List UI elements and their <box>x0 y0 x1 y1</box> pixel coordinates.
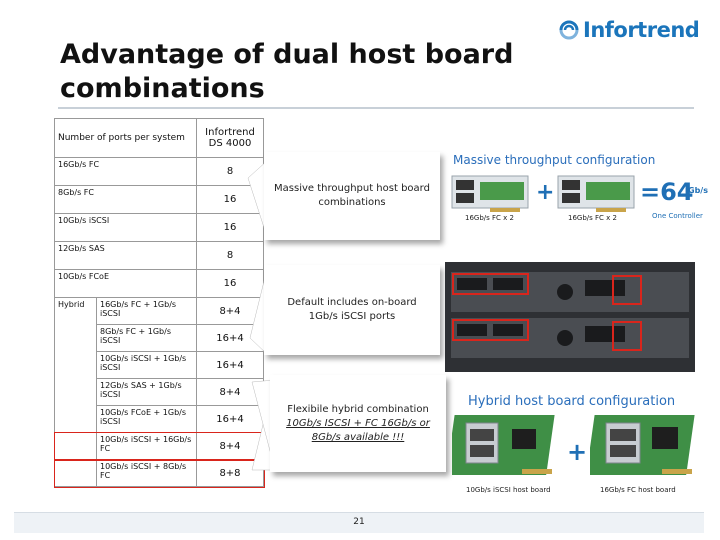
row-value: 16 <box>196 269 264 298</box>
hybrid-row-value: 8+8 <box>196 459 264 487</box>
row-name: 16Gb/s FC <box>54 157 197 186</box>
table-row: 10Gb/s FCoE 16 <box>54 269 264 298</box>
storage-chassis-image <box>445 262 695 372</box>
page-number: 21 <box>353 517 365 527</box>
hybrid-config-title: Hybrid host board configuration <box>468 394 676 409</box>
hybrid-row-value: 16+4 <box>196 351 264 379</box>
row-name: 12Gb/s SAS <box>54 241 197 270</box>
plus-sign-hybrid: + <box>567 438 588 466</box>
hybrid-row-name: 8Gb/s FC + 1Gb/s iSCSI <box>96 324 197 352</box>
table-row: Hybrid 16Gb/s FC + 1Gb/s iSCSI 8+4 <box>54 297 264 487</box>
hybrid-row-value: 8+4 <box>196 378 264 406</box>
table-row: 12Gb/s SAS 8 <box>54 241 264 270</box>
callout-hybrid-line1: Flexibile hybrid combination <box>287 403 429 415</box>
massive-config-title: Massive throughput configuration <box>453 153 656 167</box>
hybrid-label: Hybrid <box>54 297 97 487</box>
hybrid-row-name: 10Gb/s FCoE + 1Gb/s iSCSI <box>96 405 197 433</box>
slide-title: Advantage of dual host board combination… <box>60 39 514 104</box>
row-value: 16 <box>196 185 264 214</box>
callout-hybrid: Flexibile hybrid combination 10Gb/s ISCS… <box>270 375 446 472</box>
hybrid-row-name: 10Gb/s iSCSI + 8Gb/s FC <box>96 459 197 487</box>
ports-table: Number of ports per system Infortrend DS… <box>53 118 265 488</box>
fc-card-caption-1: 16Gb/s FC x 2 <box>465 214 514 222</box>
infortrend-logo: Infortrend <box>558 18 700 42</box>
hybrid-row-value: 8+4 <box>196 432 264 460</box>
fc-board-image <box>590 415 695 475</box>
row-name: 10Gb/s iSCSI <box>54 213 197 242</box>
table-row: 16Gb/s FC 8 <box>54 157 264 186</box>
hybrid-row-name: 10Gb/s iSCSI + 16Gb/s FC <box>96 432 197 460</box>
iscsi-board-image <box>452 415 555 475</box>
equals-64-label: =64 <box>640 178 694 206</box>
hybrid-row-value: 16+4 <box>196 405 264 433</box>
logo-mark-icon <box>558 19 580 41</box>
hybrid-row-value: 8+4 <box>196 297 264 325</box>
fc-board-caption: 16Gb/s FC host board <box>600 486 676 494</box>
callout-hybrid-line2: 10Gb/s ISCSI + FC 16Gb/s or 8Gb/s availa… <box>286 417 430 443</box>
table-header-row: Number of ports per system Infortrend DS… <box>54 118 264 158</box>
table-row: 10Gb/s iSCSI + 1Gb/s iSCSI 16+4 <box>55 351 264 379</box>
hybrid-row-name: 10Gb/s iSCSI + 1Gb/s iSCSI <box>96 351 197 379</box>
plus-sign-massive: + <box>536 180 555 205</box>
row-value: 8 <box>196 241 264 270</box>
footer-bar: 21 <box>14 512 704 533</box>
callout-default-text: Default includes on-board 1Gb/s iSCSI po… <box>287 297 417 322</box>
row-name: 8Gb/s FC <box>54 185 197 214</box>
callout-massive-throughput: Massive throughput host board combinatio… <box>264 152 440 240</box>
unit-label: Gb/s <box>688 186 708 195</box>
table-row: 10Gb/s iSCSI 16 <box>54 213 264 242</box>
callout-default-onboard: Default includes on-board 1Gb/s iSCSI po… <box>264 265 440 355</box>
hybrid-row-name: 16Gb/s FC + 1Gb/s iSCSI <box>96 297 197 325</box>
one-controller-label: One Controller <box>652 212 703 220</box>
callout-massive-text: Massive throughput host board combinatio… <box>274 183 430 208</box>
logo-text: Infortrend <box>583 18 700 42</box>
fc-card-image-2 <box>557 175 635 212</box>
table-row: 12Gb/s SAS + 1Gb/s iSCSI 8+4 <box>55 378 264 406</box>
fc-card-caption-2: 16Gb/s FC x 2 <box>568 214 617 222</box>
header-ports-per-system: Number of ports per system <box>54 118 197 158</box>
row-value: 16 <box>196 213 264 242</box>
table-row: 8Gb/s FC 16 <box>54 185 264 214</box>
iscsi-board-caption: 10Gb/s iSCSI host board <box>466 486 551 494</box>
header-ds4000: Infortrend DS 4000 <box>196 118 264 158</box>
row-value: 8 <box>196 157 264 186</box>
title-divider <box>58 107 694 109</box>
row-name: 10Gb/s FCoE <box>54 269 197 298</box>
hybrid-row-value: 16+4 <box>196 324 264 352</box>
fc-card-image-1 <box>451 175 529 212</box>
hybrid-row-name: 12Gb/s SAS + 1Gb/s iSCSI <box>96 378 197 406</box>
callout-hybrid-inner: Flexibile hybrid combination 10Gb/s ISCS… <box>270 399 446 449</box>
